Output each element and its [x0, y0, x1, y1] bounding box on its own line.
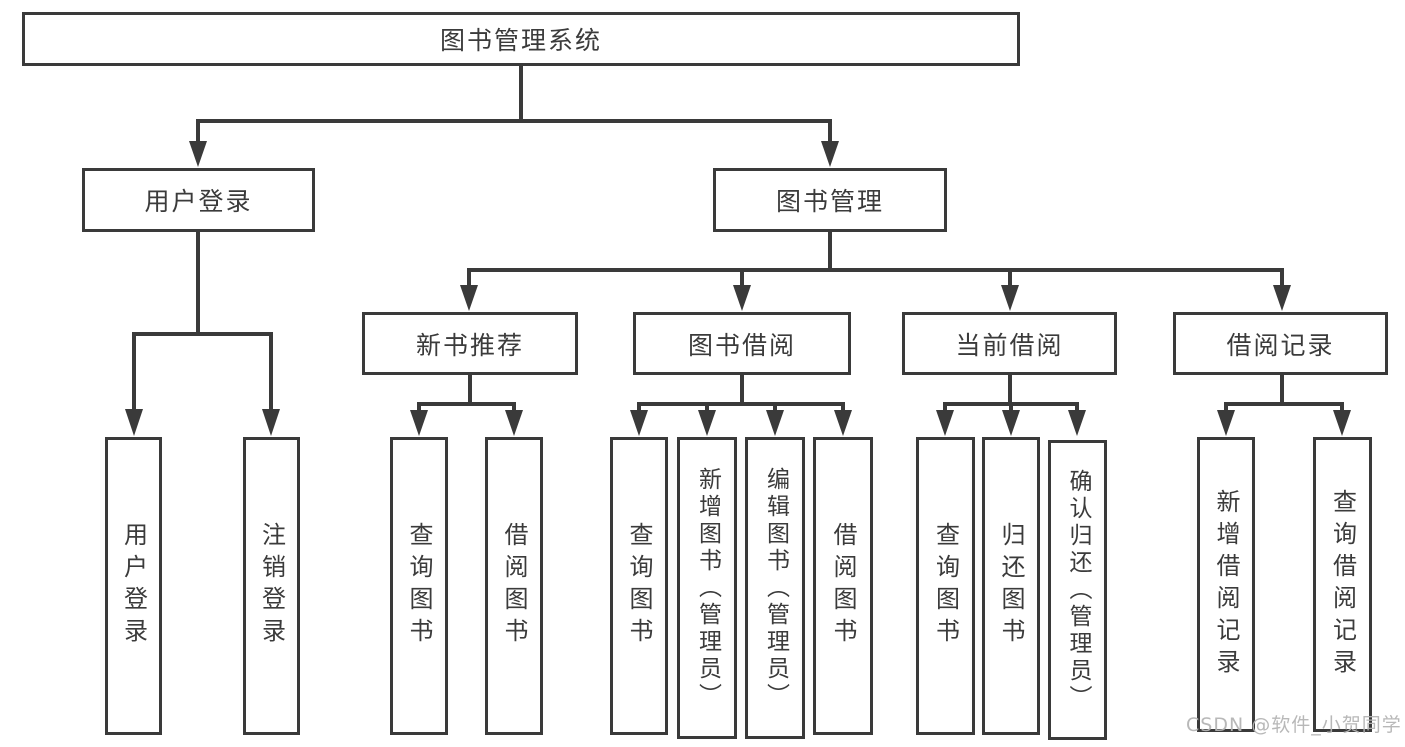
node-borrow-records: 借阅记录 [1173, 312, 1388, 375]
leaf-edit-book-admin-label: 编辑图书（管理员） [762, 466, 789, 710]
node-borrow-records-label: 借阅记录 [1226, 330, 1335, 360]
leaf-recommend-query-book-label: 查询图书 [405, 522, 433, 650]
leaf-user-login: 用户登录 [105, 437, 162, 735]
leaf-return-book-label: 归还图书 [997, 522, 1025, 650]
node-book-management-label: 图书管理 [775, 187, 884, 216]
leaf-recommend-borrow-book: 借阅图书 [485, 437, 543, 735]
leaf-add-borrow-record: 新增借阅记录 [1197, 437, 1255, 732]
leaf-recommend-query-book: 查询图书 [390, 437, 448, 735]
leaf-user-login-label: 用户登录 [119, 522, 148, 650]
node-new-book-recommend-label: 新书推荐 [415, 330, 524, 360]
leaf-add-borrow-record-label: 新增借阅记录 [1212, 488, 1240, 681]
leaf-current-query-book-label: 查询图书 [931, 522, 960, 650]
leaf-query-borrow-record-label: 查询借阅记录 [1328, 488, 1357, 681]
node-root-label: 图书管理系统 [439, 26, 602, 55]
node-new-book-recommend: 新书推荐 [362, 312, 578, 375]
node-book-borrow-label: 图书借阅 [687, 330, 796, 360]
leaf-borrow-query-book-label: 查询图书 [625, 522, 653, 650]
leaf-confirm-return-admin: 确认归还（管理员） [1048, 440, 1107, 740]
leaf-logout: 注销登录 [243, 437, 300, 735]
leaf-add-book-admin-label: 新增图书（管理员） [694, 466, 721, 710]
leaf-recommend-borrow-book-label: 借阅图书 [500, 522, 528, 650]
leaf-return-book: 归还图书 [982, 437, 1040, 735]
leaf-borrow-book-label: 借阅图书 [829, 522, 857, 650]
leaf-add-book-admin: 新增图书（管理员） [677, 437, 737, 739]
leaf-current-query-book: 查询图书 [916, 437, 975, 735]
node-user-login: 用户登录 [82, 168, 315, 232]
leaf-query-borrow-record: 查询借阅记录 [1313, 437, 1372, 732]
node-book-borrow: 图书借阅 [633, 312, 851, 375]
arrowheads [125, 141, 1351, 436]
leaf-borrow-query-book: 查询图书 [610, 437, 668, 735]
leaf-borrow-book: 借阅图书 [813, 437, 873, 735]
leaf-confirm-return-admin-label: 确认归还（管理员） [1065, 468, 1091, 712]
watermark: CSDN @软件_小贺同学 [1186, 714, 1402, 736]
node-root: 图书管理系统 [22, 12, 1020, 66]
node-current-borrow: 当前借阅 [902, 312, 1117, 375]
node-current-borrow-label: 当前借阅 [955, 330, 1064, 360]
leaf-edit-book-admin: 编辑图书（管理员） [745, 437, 805, 739]
leaf-logout-label: 注销登录 [257, 522, 286, 650]
node-book-management: 图书管理 [713, 168, 947, 232]
node-user-login-label: 用户登录 [144, 187, 253, 216]
